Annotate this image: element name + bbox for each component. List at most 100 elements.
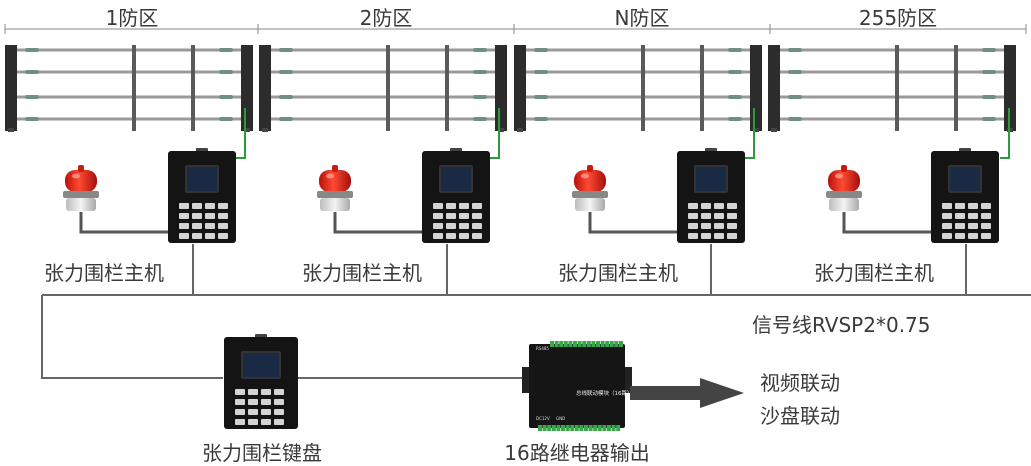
keyboard-label: 张力围栏键盘 bbox=[202, 441, 322, 465]
keypad-key bbox=[968, 213, 978, 219]
keypad-key bbox=[688, 223, 698, 229]
relay-terminal bbox=[609, 341, 614, 347]
keypad-key bbox=[472, 233, 482, 239]
fence-insulator bbox=[473, 117, 487, 121]
keypad-key bbox=[274, 399, 284, 405]
keypad-key bbox=[205, 233, 215, 239]
keypad-key bbox=[688, 213, 698, 219]
fence-wire bbox=[259, 70, 507, 74]
panel-body bbox=[677, 151, 745, 243]
keypad-key bbox=[235, 389, 245, 395]
relay-module-device: RS485 DC12V GND 总线联动模块（16路） bbox=[522, 341, 633, 431]
fence-insulator bbox=[279, 117, 293, 121]
fence-wire bbox=[514, 70, 762, 74]
fence-host-device bbox=[677, 148, 745, 243]
panel-body bbox=[168, 151, 236, 243]
panel-screen bbox=[243, 353, 279, 377]
fence-insulator bbox=[473, 70, 487, 74]
output-video-link: 视频联动 bbox=[760, 371, 840, 395]
keypad-key bbox=[274, 419, 284, 425]
fence-insulator bbox=[728, 117, 742, 121]
fence-insulator bbox=[279, 70, 293, 74]
keypad-key bbox=[446, 213, 456, 219]
fence-insulator bbox=[25, 70, 39, 74]
relay-terminal bbox=[591, 341, 596, 347]
relay-terminal bbox=[614, 341, 619, 347]
keypad-key bbox=[192, 213, 202, 219]
keypad-key bbox=[248, 419, 258, 425]
fence-wire bbox=[259, 95, 507, 99]
keypad-key bbox=[179, 223, 189, 229]
fence-insulator bbox=[279, 48, 293, 52]
alarm-base bbox=[829, 198, 859, 211]
fence-post-foot bbox=[753, 128, 759, 132]
fence-host-device bbox=[168, 148, 236, 243]
fence-wire bbox=[514, 117, 762, 121]
relay-terminal bbox=[582, 341, 587, 347]
keypad-key bbox=[261, 389, 271, 395]
keypad-key bbox=[261, 409, 271, 415]
fence-post-foot bbox=[517, 128, 523, 132]
fence-post bbox=[895, 45, 899, 131]
fence-wire bbox=[5, 70, 253, 74]
alarm-ring bbox=[317, 191, 353, 198]
arrow-right-icon bbox=[630, 378, 744, 408]
fence-insulator bbox=[219, 70, 233, 74]
relay-terminal bbox=[568, 341, 573, 347]
keypad-key bbox=[955, 203, 965, 209]
fence-insulator bbox=[473, 48, 487, 52]
fence-post-end bbox=[495, 45, 507, 131]
fence-wire bbox=[768, 48, 1016, 52]
keypad-key bbox=[727, 203, 737, 209]
keypad-key bbox=[968, 223, 978, 229]
fence-post bbox=[954, 45, 958, 131]
keypad-key bbox=[701, 223, 711, 229]
fence-insulator bbox=[982, 117, 996, 121]
panel-body bbox=[931, 151, 999, 243]
relay-terminal bbox=[584, 425, 588, 431]
fence-insulator bbox=[473, 95, 487, 99]
fence-insulator bbox=[982, 70, 996, 74]
fence-wire bbox=[768, 70, 1016, 74]
keypad-key bbox=[218, 213, 228, 219]
alarm-light-icon bbox=[572, 165, 608, 211]
fence-insulator bbox=[534, 70, 548, 74]
panel-body bbox=[422, 151, 490, 243]
keypad-key bbox=[714, 213, 724, 219]
alarm-light-icon bbox=[63, 165, 99, 211]
keypad-key bbox=[981, 213, 991, 219]
fence-insulator bbox=[534, 117, 548, 121]
fence-post bbox=[386, 45, 390, 131]
relay-terminal bbox=[563, 341, 568, 347]
keypad-key bbox=[192, 223, 202, 229]
keypad-key bbox=[218, 233, 228, 239]
relay-terminal bbox=[556, 425, 561, 431]
relay-terminal bbox=[616, 425, 621, 431]
svg-text:DC12V: DC12V bbox=[536, 416, 550, 421]
keypad-key bbox=[701, 203, 711, 209]
fence-post bbox=[445, 45, 449, 131]
signal-line-label: 信号线RVSP2*0.75 bbox=[752, 313, 931, 337]
keypad-key bbox=[433, 203, 443, 209]
fence-insulator bbox=[788, 117, 802, 121]
keypad-key bbox=[701, 213, 711, 219]
relay-terminal bbox=[586, 341, 591, 347]
fence-post bbox=[132, 45, 136, 131]
keypad-key bbox=[701, 233, 711, 239]
keypad-key bbox=[981, 233, 991, 239]
fence-wire bbox=[514, 95, 762, 99]
fence-insulator bbox=[219, 117, 233, 121]
fence-insulator bbox=[982, 48, 996, 52]
fence-post bbox=[641, 45, 645, 131]
fence-insulator bbox=[728, 70, 742, 74]
zone-label-2: 2防区 bbox=[359, 6, 413, 30]
relay-terminal bbox=[538, 425, 542, 431]
alarm-dome bbox=[65, 170, 97, 192]
relay-panel-text: 总线联动模块（16路） bbox=[576, 389, 633, 397]
keypad-key bbox=[459, 213, 469, 219]
fence-section-1 bbox=[5, 45, 253, 132]
fence-post-foot bbox=[262, 128, 268, 132]
keypad-key bbox=[274, 389, 284, 395]
alarm-dome bbox=[319, 170, 351, 192]
fence-insulator bbox=[534, 48, 548, 52]
